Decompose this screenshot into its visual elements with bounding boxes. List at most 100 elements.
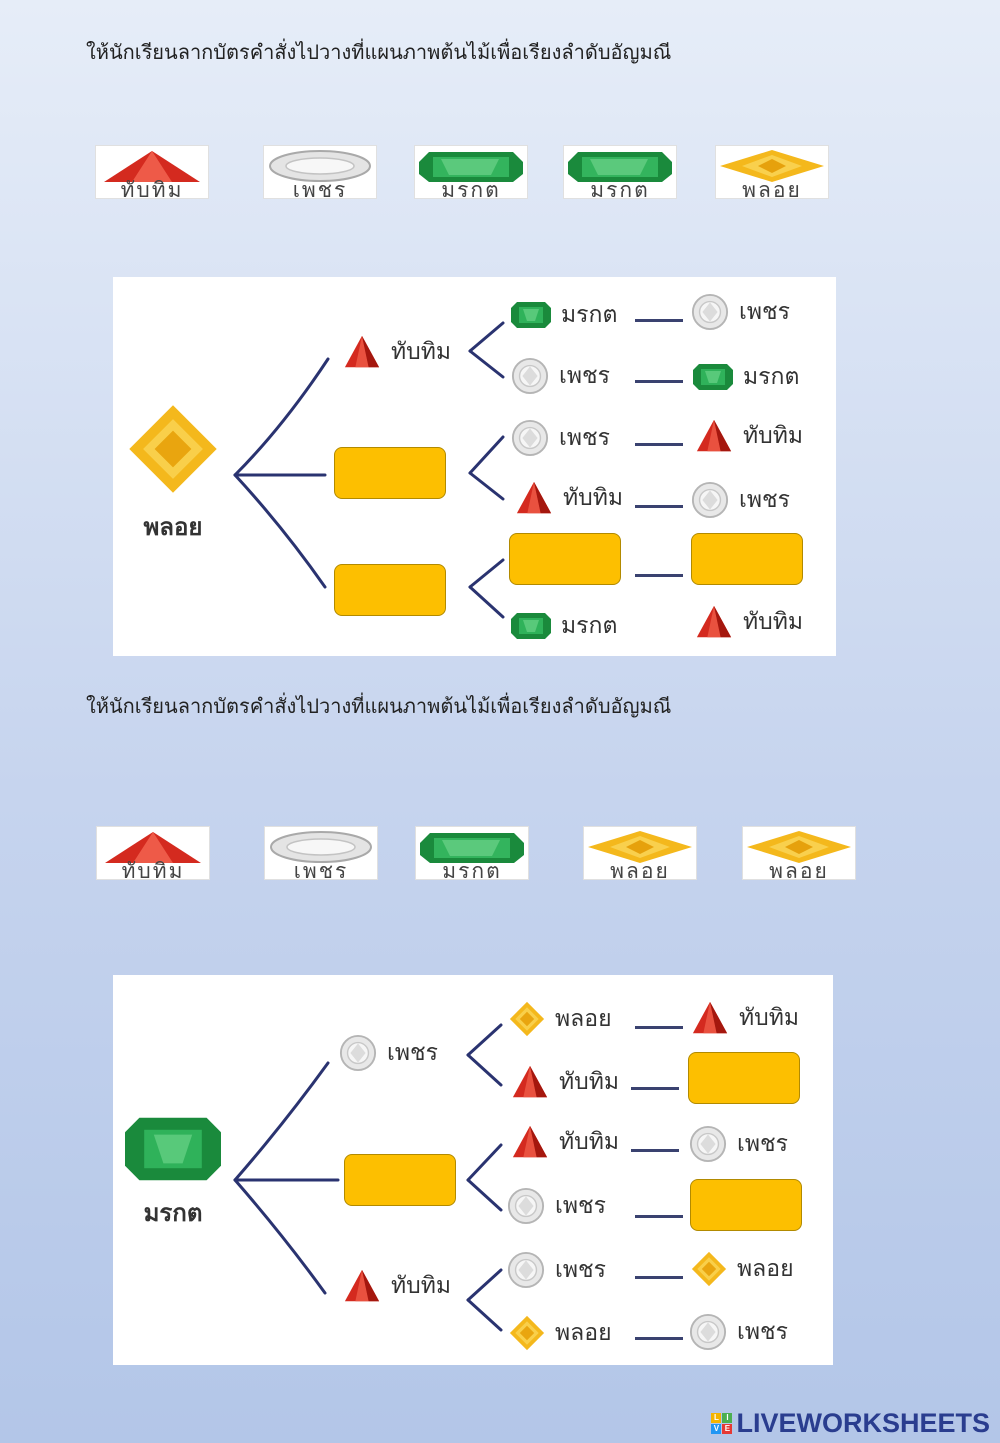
diamond-icon	[691, 293, 729, 331]
drag-card-ruby[interactable]: ทับทิม	[96, 826, 210, 880]
drop-slot[interactable]	[334, 564, 446, 616]
leaf-node: เพชร	[691, 293, 790, 331]
node-label: ทับทิม	[559, 1069, 620, 1095]
diamond-icon	[691, 481, 729, 519]
node-label: ทับทิม	[739, 1005, 800, 1031]
leaf-node: ทับทิม	[691, 999, 799, 1037]
root-node: พลอย	[113, 399, 233, 546]
leaf-node: เพชร	[507, 1187, 606, 1225]
drop-slot[interactable]	[691, 533, 803, 585]
leaf-node: พลอย	[691, 1251, 794, 1287]
connector-line	[635, 1276, 683, 1279]
drag-card-sapphire[interactable]: พลอย	[715, 145, 829, 199]
emerald-icon	[511, 300, 551, 330]
drag-card-emerald[interactable]: มรกต	[563, 145, 677, 199]
drop-slot[interactable]	[688, 1052, 800, 1104]
node-label: พลอย	[737, 1256, 794, 1282]
node-label: ทับทิม	[391, 1273, 452, 1299]
drag-card-emerald[interactable]: มรกต	[415, 826, 529, 880]
node-label: มรกต	[561, 302, 618, 328]
drag-card-sapphire[interactable]: พลอย	[583, 826, 697, 880]
node-label: มรกต	[743, 364, 800, 390]
ruby-icon	[343, 1267, 381, 1305]
diamond-icon	[689, 1313, 727, 1351]
ruby-icon	[511, 1123, 549, 1161]
connector-line	[635, 574, 683, 577]
node-label: ทับทิม	[743, 609, 804, 635]
tree-branches	[233, 321, 505, 619]
diamond-icon	[511, 419, 549, 457]
instruction-text: ให้นักเรียนลากบัตรคำสั่งไปวางที่แผนภาพต้…	[86, 40, 672, 64]
node-label: เพชร	[737, 1131, 788, 1157]
liveworksheets-logo[interactable]: L I V E LIVEWORKSHEETS	[711, 1408, 990, 1439]
logo-letter: I	[722, 1413, 733, 1423]
leaf-node: เพชร	[511, 419, 610, 457]
drag-card-sapphire[interactable]: พลอย	[742, 826, 856, 880]
node-label: เพชร	[559, 425, 610, 451]
diamond-icon	[689, 1125, 727, 1163]
instruction-text: ให้นักเรียนลากบัตรคำสั่งไปวางที่แผนภาพต้…	[86, 694, 672, 718]
ruby-icon	[515, 479, 553, 517]
node-label: พลอย	[555, 1006, 612, 1032]
node-label: มรกต	[561, 613, 618, 639]
root-label: มรกต	[143, 1199, 203, 1227]
card-label: พลอย	[610, 859, 670, 880]
node-label: เพชร	[739, 487, 790, 513]
diamond-icon	[507, 1251, 545, 1289]
node-label: ทับทิม	[559, 1129, 620, 1155]
card-label: พลอย	[742, 178, 802, 199]
connector-line	[635, 1215, 683, 1218]
card-label: มรกต	[442, 859, 502, 880]
ruby-icon	[691, 999, 729, 1037]
card-label: มรกต	[441, 178, 501, 199]
drag-card-diamond[interactable]: เพชร	[263, 145, 377, 199]
diamond-icon	[507, 1187, 545, 1225]
connector-line	[631, 1149, 679, 1152]
sapphire-icon	[509, 1001, 545, 1037]
leaf-node: ทับทิม	[515, 479, 623, 517]
emerald-icon	[511, 611, 551, 641]
drag-card-emerald[interactable]: มรกต	[414, 145, 528, 199]
branch-node: เพชร	[339, 1034, 438, 1072]
node-label: เพชร	[387, 1040, 438, 1066]
node-label: เพชร	[555, 1193, 606, 1219]
drag-card-diamond[interactable]: เพชร	[264, 826, 378, 880]
branch-node: ทับทิม	[343, 1267, 451, 1305]
logo-letter: V	[711, 1424, 722, 1434]
connector-line	[635, 443, 683, 446]
connector-line	[635, 1337, 683, 1340]
sapphire-icon	[509, 1315, 545, 1351]
diamond-icon	[339, 1034, 377, 1072]
connector-line	[635, 505, 683, 508]
emerald-icon	[121, 1113, 225, 1185]
drop-slot[interactable]	[344, 1154, 456, 1206]
leaf-node: ทับทิม	[511, 1123, 619, 1161]
node-label: เพชร	[555, 1257, 606, 1283]
leaf-node: ทับทิม	[695, 603, 803, 641]
leaf-node: ทับทิม	[511, 1063, 619, 1101]
node-label: ทับทิม	[391, 339, 452, 365]
sapphire-icon	[127, 399, 219, 499]
tree-diagram-panel: พลอย ทับทิม มรกต เพชร เพชร มรกต เพชร ทับ…	[113, 277, 836, 656]
ruby-icon	[695, 603, 733, 641]
connector-line	[635, 380, 683, 383]
emerald-icon	[693, 362, 733, 392]
ruby-icon	[511, 1063, 549, 1101]
leaf-node: เพชร	[511, 357, 610, 395]
drop-slot[interactable]	[334, 447, 446, 499]
card-label: ทับทิม	[121, 859, 185, 880]
root-label: พลอย	[143, 513, 203, 541]
drag-card-ruby[interactable]: ทับทิม	[95, 145, 209, 199]
connector-line	[635, 319, 683, 322]
leaf-node: เพชร	[507, 1251, 606, 1289]
node-label: ทับทิม	[563, 485, 624, 511]
node-label: เพชร	[739, 299, 790, 325]
drop-slot[interactable]	[690, 1179, 802, 1231]
card-label: เพชร	[293, 859, 349, 880]
node-label: เพชร	[737, 1319, 788, 1345]
node-label: เพชร	[559, 363, 610, 389]
connector-line	[635, 1026, 683, 1029]
logo-letter: E	[722, 1424, 733, 1434]
ruby-icon	[343, 333, 381, 371]
drop-slot[interactable]	[509, 533, 621, 585]
